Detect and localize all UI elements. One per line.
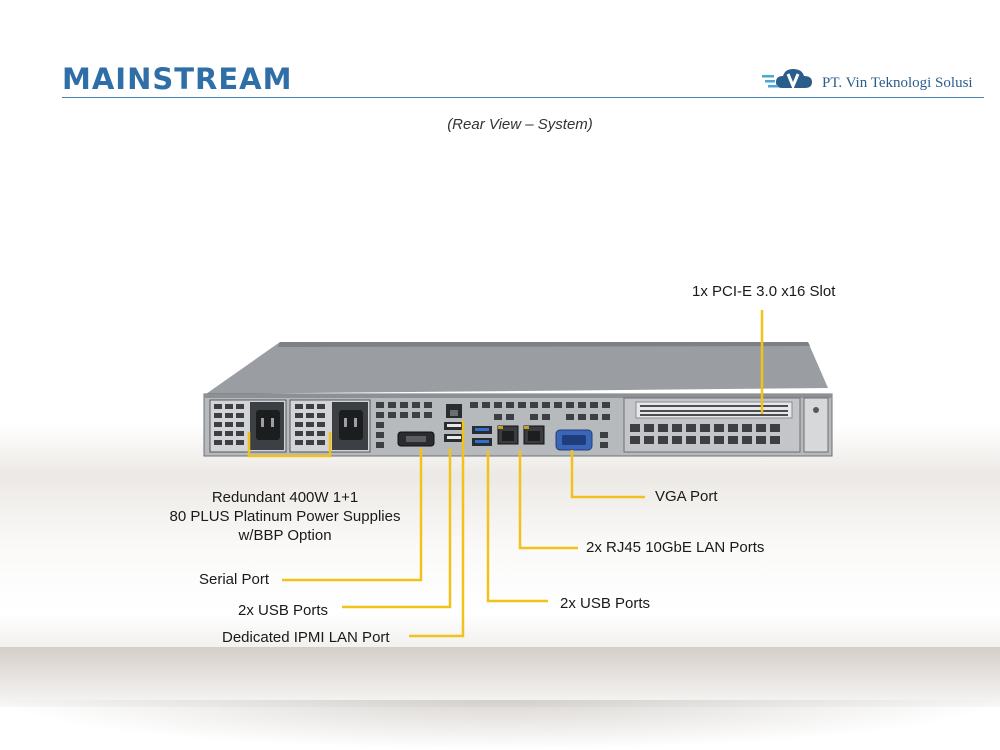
psu-line-1: Redundant 400W 1+1 xyxy=(211,489,359,506)
view-caption: (Rear View – System) xyxy=(447,116,593,133)
vent-grille xyxy=(376,402,610,448)
serial-port-icon xyxy=(397,431,435,447)
leader-usb-right xyxy=(486,450,548,603)
company-name: PT. Vin Teknologi Solusi xyxy=(822,75,973,91)
backdrop-shadow xyxy=(0,700,1000,750)
cloud-v-logo-icon xyxy=(762,69,812,90)
psu-line-3: w/BBP Option xyxy=(238,527,332,544)
title-divider xyxy=(62,97,984,98)
leader-usb-left xyxy=(342,448,452,609)
label-ipmi-lan-port: Dedicated IPMI LAN Port xyxy=(222,629,390,646)
company-logo xyxy=(762,69,812,90)
chassis-lid xyxy=(206,342,828,394)
label-vga-port: VGA Port xyxy=(655,488,718,505)
label-power-supplies: Redundant 400W 1+1 80 PLUS Platinum Powe… xyxy=(140,488,430,545)
usb-port-icon xyxy=(444,422,464,442)
leader-serial xyxy=(282,448,423,582)
page-title: MAINSTREAM xyxy=(62,62,293,96)
label-serial-port: Serial Port xyxy=(199,571,270,588)
label-usb-ports-left: 2x USB Ports xyxy=(238,602,329,619)
vga-port-icon xyxy=(555,429,593,451)
psu-line-2: 80 PLUS Platinum Power Supplies xyxy=(169,508,401,525)
label-pcie-slot: 1x PCI-E 3.0 x16 Slot xyxy=(692,283,836,300)
backdrop-band-bottom xyxy=(0,647,1000,707)
label-usb-ports-right: 2x USB Ports xyxy=(560,595,651,612)
backdrop-band-middle xyxy=(0,475,1000,647)
label-rj45-ports: 2x RJ45 10GbE LAN Ports xyxy=(586,539,765,556)
leader-psu xyxy=(247,432,332,458)
rj45-port-icon xyxy=(446,404,462,418)
leader-rj45 xyxy=(518,450,578,550)
usb-port-icon xyxy=(472,426,492,446)
leader-ipmi xyxy=(409,420,465,638)
rj45-port-icon xyxy=(497,425,545,445)
pcie-slot-icon xyxy=(623,397,801,453)
leader-vga xyxy=(570,450,645,499)
